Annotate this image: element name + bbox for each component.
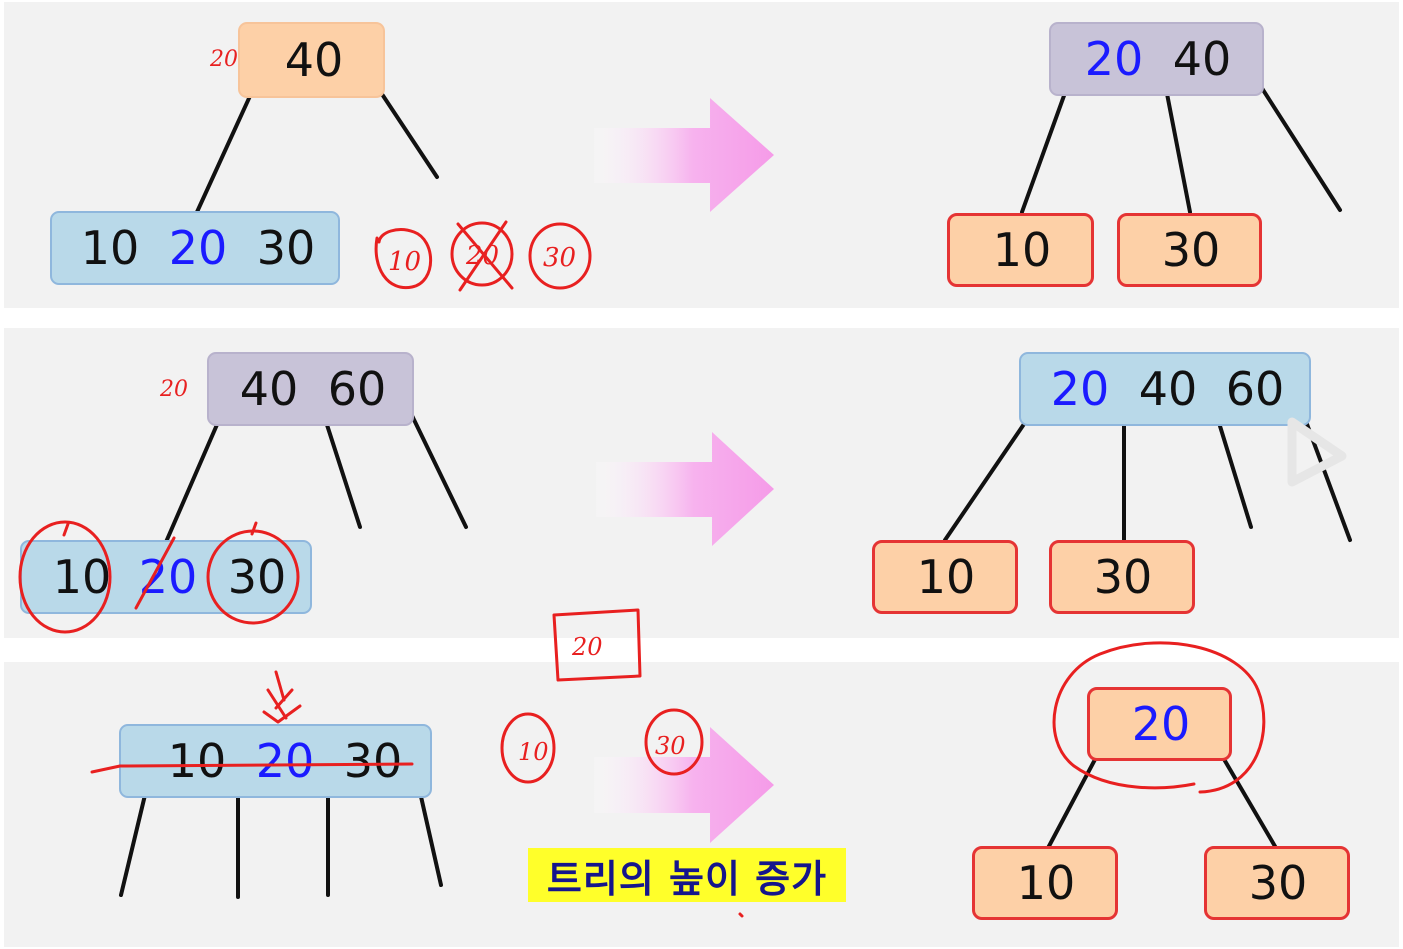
p2-left-root-node: 40 60 [207, 352, 414, 426]
p1-right-root-node: 20 40 [1049, 22, 1264, 96]
play-overlay-icon [1287, 417, 1347, 487]
caption-tree-height-increase: 트리의 높이 증가 [528, 848, 846, 902]
svg-text:30: 30 [543, 243, 576, 273]
p2-right-leaf-node-2: 30 [1049, 540, 1195, 614]
p3-left-key-20: 20 [255, 734, 315, 788]
p3-right-root-key-20: 20 [1131, 697, 1191, 751]
p3-left-node: 10 20 30 [119, 724, 432, 798]
svg-text:10: 10 [388, 247, 421, 277]
p1-left-root-node: 40 [238, 22, 385, 98]
p3-left-key-30: 30 [343, 734, 403, 788]
p1-right-leaf-key-10: 10 [992, 223, 1052, 277]
p2-circle-30 [206, 529, 300, 625]
p2-right-leaf-key-10: 10 [916, 550, 976, 604]
p1-note-20: 20 [209, 47, 238, 72]
p2-right-root-node: 20 40 60 [1019, 352, 1311, 426]
p1-right-root-key-40: 40 [1172, 32, 1232, 86]
p2-right-root-key-40: 40 [1138, 362, 1198, 416]
p2-left-child-node: 10 20 30 [20, 540, 312, 614]
p1-circled-30: 30 [528, 222, 592, 290]
p1-left-child-key-30: 30 [256, 221, 316, 275]
p2-left-child-key-20: 20 [138, 550, 198, 604]
p2-strike-20 [134, 536, 176, 610]
p1-right-leaf-node-1: 10 [947, 213, 1094, 287]
p1-left-child-key-20: 20 [168, 221, 228, 275]
p3-right-leaf-key-30: 30 [1248, 856, 1308, 910]
p2-note-20: 20 [159, 377, 188, 402]
p3-boxed-note-20: 20 [552, 608, 642, 682]
p1-left-child-key-10: 10 [80, 221, 140, 275]
p1-circled-10: 10 [374, 228, 433, 290]
p1-right-root-key-20: 20 [1084, 32, 1144, 86]
transition-arrow-1 [594, 98, 774, 212]
p2-left-root-key-60: 60 [327, 362, 387, 416]
p2-left-child-key-10: 10 [52, 550, 112, 604]
transition-arrows [594, 98, 774, 843]
transition-arrow-2 [596, 432, 774, 546]
p3-root-circle [1052, 641, 1266, 794]
p3-right-leaf-node-1: 10 [972, 846, 1118, 920]
p3-right-leaf-node-2: 30 [1204, 846, 1350, 920]
p2-right-leaf-key-30: 30 [1093, 550, 1153, 604]
p1-crossed-circled-20: 20 [450, 220, 514, 292]
p2-circle-10 [18, 520, 112, 634]
p3-circled-note-30: 30 [644, 708, 704, 776]
p1-left-child-node: 10 20 30 [50, 211, 340, 285]
transition-arrow-3 [594, 727, 774, 843]
p3-circled-note-10: 10 [500, 712, 556, 784]
p3-strike-through-line [90, 762, 414, 774]
svg-text:20: 20 [571, 633, 603, 661]
svg-text:10: 10 [518, 738, 549, 766]
p3-right-leaf-key-10: 10 [1016, 856, 1076, 910]
p2-left-root-key-40: 40 [239, 362, 299, 416]
p2-right-leaf-node-1: 10 [872, 540, 1018, 614]
p2-right-root-key-60: 60 [1225, 362, 1285, 416]
p2-right-root-key-20: 20 [1050, 362, 1110, 416]
p3-left-key-10: 10 [167, 734, 227, 788]
p2-left-child-key-30: 30 [227, 550, 287, 604]
svg-text:30: 30 [655, 732, 686, 760]
p1-right-leaf-node-2: 30 [1117, 213, 1262, 287]
p3-right-root-node: 20 [1087, 687, 1232, 761]
p3-down-arrow-mark [262, 670, 302, 724]
p1-right-leaf-key-30: 30 [1161, 223, 1221, 277]
p1-left-root-key-40: 40 [284, 33, 344, 87]
